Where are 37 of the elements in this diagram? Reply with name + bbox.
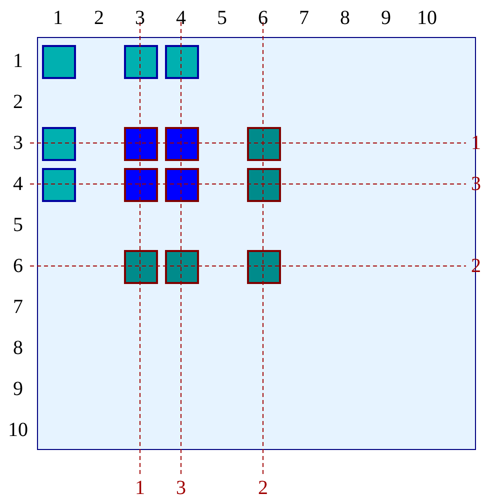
column-number: 10 [417, 7, 437, 29]
line-label: 2 [258, 477, 268, 498]
filled-square [124, 127, 158, 161]
row-number: 8 [13, 337, 23, 359]
filled-square [42, 168, 76, 202]
filled-square [165, 168, 199, 202]
row-number: 2 [13, 91, 23, 113]
column-number: 2 [94, 7, 104, 29]
column-number: 1 [53, 7, 63, 29]
filled-square [42, 45, 76, 79]
filled-square [124, 45, 158, 79]
column-number: 6 [258, 7, 268, 29]
line-label: 1 [135, 477, 145, 498]
line-label: 3 [176, 477, 186, 498]
column-number: 9 [381, 7, 391, 29]
row-number: 1 [13, 50, 23, 72]
row-number: 5 [13, 214, 23, 236]
filled-square [165, 45, 199, 79]
row-number: 9 [13, 378, 23, 400]
filled-square [247, 168, 281, 202]
column-number: 7 [299, 7, 309, 29]
column-number: 3 [135, 7, 145, 29]
column-number: 5 [217, 7, 227, 29]
filled-square [165, 250, 199, 284]
filled-square [124, 168, 158, 202]
filled-square [165, 127, 199, 161]
filled-square [247, 127, 281, 161]
row-number: 4 [13, 173, 23, 195]
column-number: 4 [176, 7, 186, 29]
column-number: 8 [340, 7, 350, 29]
filled-square [247, 250, 281, 284]
row-number: 10 [8, 419, 28, 441]
row-number: 7 [13, 296, 23, 318]
filled-square [124, 250, 158, 284]
row-number: 6 [13, 255, 23, 277]
filled-square [42, 127, 76, 161]
row-number: 3 [13, 132, 23, 154]
